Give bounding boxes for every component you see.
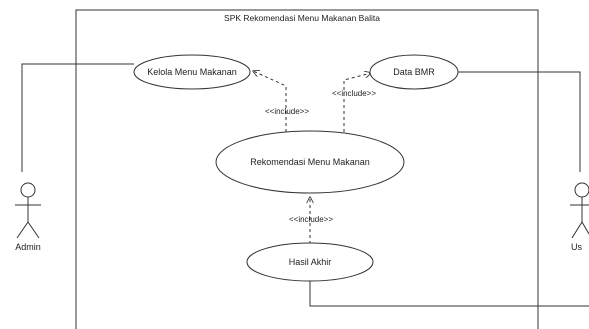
user-actor-label: Us bbox=[571, 242, 582, 252]
use-case-rekomendasi[interactable] bbox=[215, 130, 405, 194]
use-case-data-bmr-label: Data BMR bbox=[393, 67, 435, 77]
system-boundary bbox=[75, 9, 539, 329]
use-case-data-bmr[interactable] bbox=[369, 54, 459, 90]
include-label-bottom: <<include>> bbox=[289, 215, 333, 224]
use-case-rekomendasi-label: Rekomendasi Menu Makanan bbox=[250, 157, 370, 167]
admin-actor-icon[interactable] bbox=[15, 182, 41, 239]
user-association-line-bottom bbox=[309, 278, 589, 307]
use-case-hasil-akhir[interactable] bbox=[246, 242, 374, 282]
use-case-kelola-menu-label: Kelola Menu Makanan bbox=[147, 67, 237, 77]
use-case-kelola-menu[interactable] bbox=[133, 54, 251, 90]
user-association-line-top bbox=[458, 71, 581, 172]
include-arrow-bmr bbox=[343, 73, 371, 132]
user-actor-icon[interactable] bbox=[570, 182, 589, 239]
admin-actor-label: Admin bbox=[15, 242, 41, 252]
include-label-left: <<include>> bbox=[265, 107, 309, 116]
include-arrow-kelola bbox=[253, 71, 287, 132]
system-title: SPK Rekomendasi Menu Makanan Balita bbox=[224, 13, 380, 23]
use-case-hasil-akhir-label: Hasil Akhir bbox=[289, 257, 332, 267]
include-label-right: <<include>> bbox=[332, 89, 376, 98]
admin-association-line bbox=[21, 63, 134, 172]
